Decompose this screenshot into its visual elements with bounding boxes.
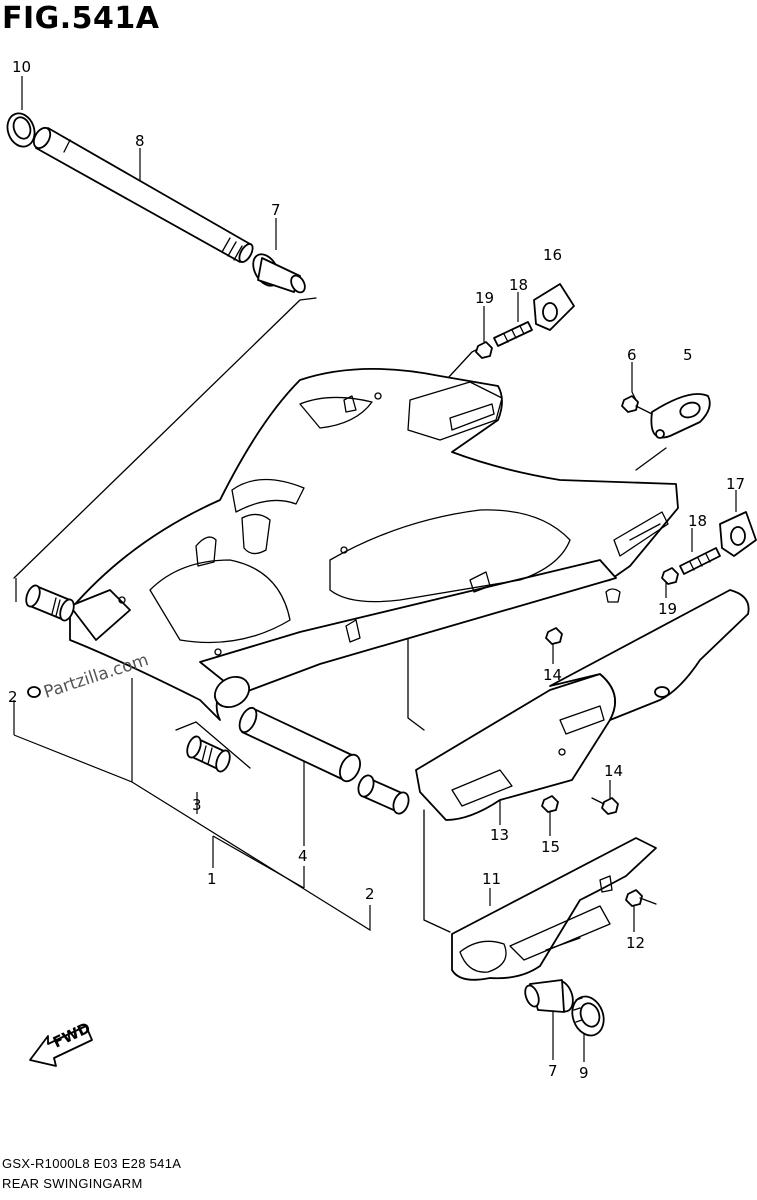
part-7-collar-bottom (524, 979, 574, 1013)
callout-19-top: 19 (475, 289, 494, 307)
part-2-bearing-right (357, 774, 410, 815)
part-3-needle-bearing (186, 735, 231, 773)
part-18-adjuster-bolt-top (493, 321, 533, 347)
watermark: Partzilla.com (41, 650, 151, 703)
part-14-bolt-upper (545, 627, 563, 645)
part-7-collar-top (252, 253, 306, 294)
fwd-arrow-icon: FWD (29, 1019, 93, 1067)
part-13-chain-guard (415, 589, 750, 821)
callout-labels: 10 8 7 16 19 18 6 5 17 18 19 14 2 3 4 1 … (8, 58, 745, 1082)
part-19-nut-right (661, 567, 679, 585)
model-code: GSX-R1000L8 E03 E28 541A (2, 1156, 182, 1171)
section-name: REAR SWINGINGARM (2, 1176, 143, 1191)
callout-2-left: 2 (8, 688, 18, 706)
part-14-bolt-lower (591, 797, 619, 815)
part-19-nut-top (475, 341, 493, 359)
callout-18-top: 18 (509, 276, 528, 294)
part-18-adjuster-bolt-right (679, 547, 721, 575)
callout-1: 1 (207, 870, 217, 888)
callout-15: 15 (541, 838, 560, 856)
callout-5: 5 (683, 346, 693, 364)
part-9-nut (571, 995, 605, 1037)
callout-2-right: 2 (365, 885, 375, 903)
callout-14-lower: 14 (604, 762, 623, 780)
part-16-adjuster-block (533, 283, 575, 331)
callout-11: 11 (482, 870, 501, 888)
callout-7-top: 7 (271, 201, 281, 219)
callout-7-bottom: 7 (548, 1062, 558, 1080)
part-5-bracket-plate (650, 393, 711, 439)
callout-12: 12 (626, 934, 645, 952)
callout-19-right: 19 (658, 600, 677, 618)
callout-13: 13 (490, 826, 509, 844)
part-2-small-nut (27, 686, 41, 698)
callout-10: 10 (12, 58, 31, 76)
callout-4: 4 (298, 847, 308, 865)
callout-8: 8 (135, 132, 145, 150)
part-11-chain-slider (451, 837, 657, 981)
callout-17: 17 (726, 475, 745, 493)
part-1-swingarm (69, 368, 679, 721)
part-8-pivot-shaft (32, 126, 254, 263)
part-15-collar (541, 795, 559, 813)
part-2-bearing-left (25, 584, 75, 622)
part-6-bolt (621, 395, 653, 415)
callout-6: 6 (627, 346, 637, 364)
part-12-screw (625, 889, 657, 907)
part-10-oil-seal (6, 112, 36, 148)
callout-14-upper: 14 (543, 666, 562, 684)
callout-16: 16 (543, 246, 562, 264)
figure-title: FIG.541A (2, 1, 160, 36)
callout-3: 3 (192, 796, 202, 814)
leader-lines (13, 76, 737, 1062)
part-17-adjuster-block (719, 511, 757, 557)
part-4-spacer (238, 706, 361, 783)
callout-18-right: 18 (688, 512, 707, 530)
callout-9: 9 (579, 1064, 589, 1082)
